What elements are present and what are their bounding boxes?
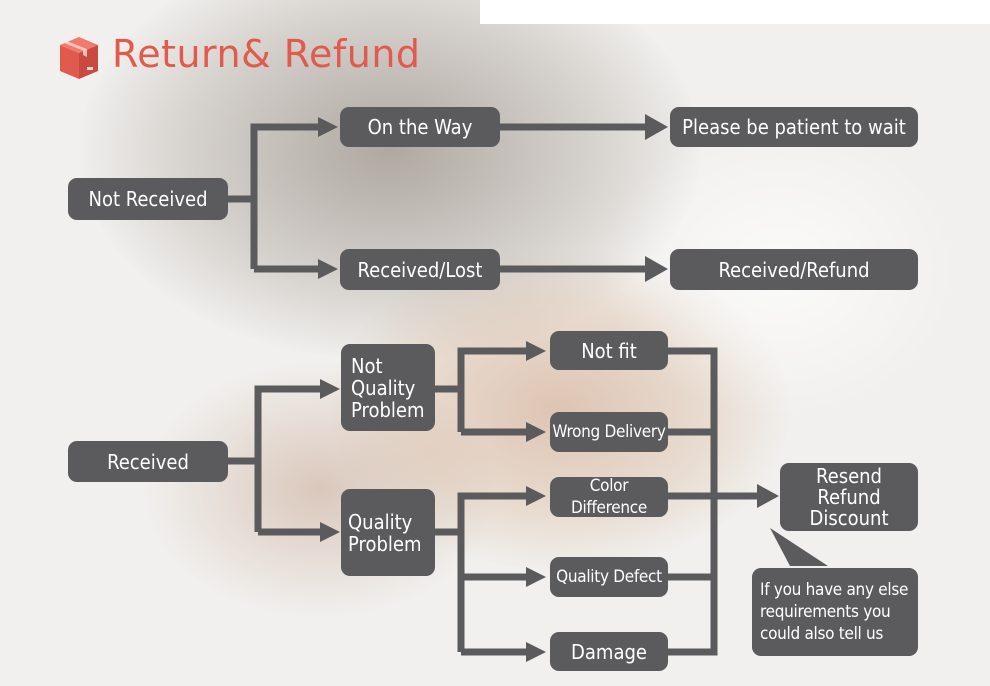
node-wrong-delivery: Wrong Delivery [550, 412, 668, 452]
top-white-strip [480, 0, 990, 24]
node-color-difference: Color Difference [550, 476, 668, 518]
callout-other-requirements: If you have any else requirements you co… [752, 568, 918, 656]
node-quality-defect: Quality Defect [550, 557, 668, 597]
node-damage: Damage [550, 632, 668, 671]
node-received-lost: Received/Lost [340, 249, 500, 290]
node-resend-refund-discount: Resend Refund Discount [780, 463, 918, 531]
node-quality-problem: Quality Problem [341, 489, 435, 576]
node-not-quality-problem: Not Quality Problem [341, 344, 435, 431]
page-title: Return& Refund [112, 32, 421, 76]
node-received: Received [68, 441, 228, 482]
node-received-refund: Received/Refund [670, 249, 918, 290]
node-on-the-way: On the Way [340, 107, 500, 147]
node-please-be-patient: Please be patient to wait [670, 107, 918, 147]
node-not-fit: Not fit [550, 331, 668, 370]
node-not-received: Not Received [68, 178, 228, 220]
package-box-icon [60, 37, 98, 79]
